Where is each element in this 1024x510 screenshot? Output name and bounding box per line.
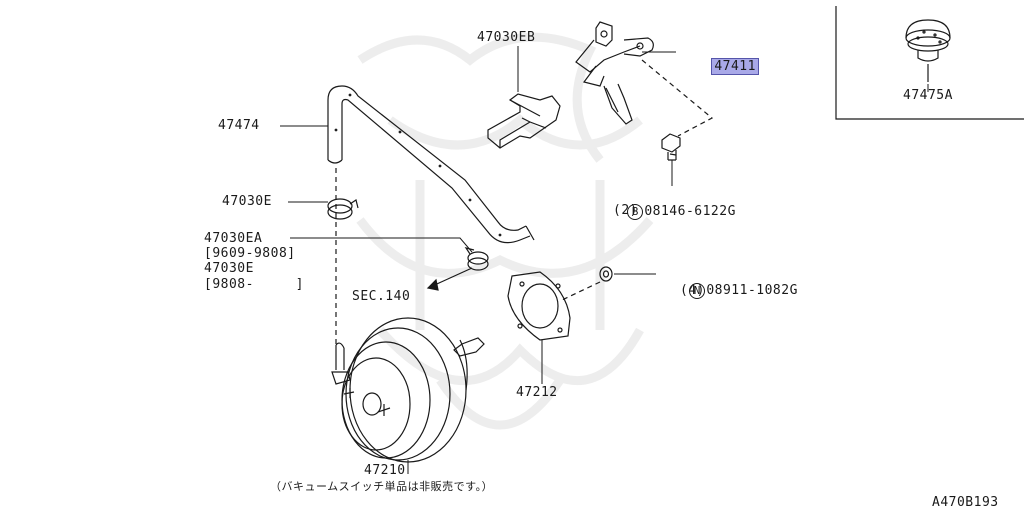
- grommet-icon: [905, 19, 951, 82]
- inset-frame: [835, 6, 1024, 120]
- hose-holder-icon: [487, 93, 561, 149]
- nut-part-number: 08911-1082G: [706, 283, 798, 298]
- hose-clamp-icon: [327, 198, 359, 220]
- label-sec-140: SEC.140: [352, 289, 411, 304]
- sec-arrow-icon: [426, 267, 473, 291]
- hose-clamp-lower-icon: [464, 247, 489, 271]
- bolt-part-number: 08146-6122G: [644, 204, 736, 219]
- brake-booster-icon: [331, 317, 485, 463]
- label-47411[interactable]: 47411: [678, 44, 759, 89]
- label-47411-text[interactable]: 47411: [711, 58, 759, 75]
- label-bolt-qty: (2): [613, 203, 638, 218]
- label-47030EB: 47030EB: [477, 30, 536, 45]
- label-nut-qty: (4): [680, 283, 705, 298]
- label-47030EA: 47030EA: [204, 231, 263, 246]
- leader-lines: [280, 46, 929, 474]
- bolt-icon: [661, 133, 681, 161]
- label-47030E-b: 47030E: [204, 261, 254, 276]
- vacuum-hose-icon: [327, 85, 535, 244]
- nut-marker: N: [689, 283, 706, 299]
- diagram-id: A470B193: [932, 495, 999, 510]
- vacuum-switch-icon: [575, 21, 654, 125]
- watermark-emblem: [356, 32, 654, 430]
- nut-dashed-line: [561, 281, 601, 301]
- label-47030E-b-range: [9808- ]: [204, 277, 304, 292]
- note-text: （バキュームスイッチ単品は非販売です。）: [270, 480, 494, 493]
- gasket-icon: [507, 271, 571, 341]
- nut-icon: [599, 266, 613, 282]
- label-47030EA-range: [9609-9808]: [204, 246, 296, 261]
- label-47212: 47212: [516, 385, 558, 400]
- bolt-marker: B: [627, 204, 644, 220]
- label-47474: 47474: [218, 118, 260, 133]
- label-47210: 47210: [364, 463, 406, 478]
- switch-dashed-line: [641, 59, 714, 137]
- label-47030E: 47030E: [222, 194, 272, 209]
- label-47475A: 47475A: [903, 88, 953, 103]
